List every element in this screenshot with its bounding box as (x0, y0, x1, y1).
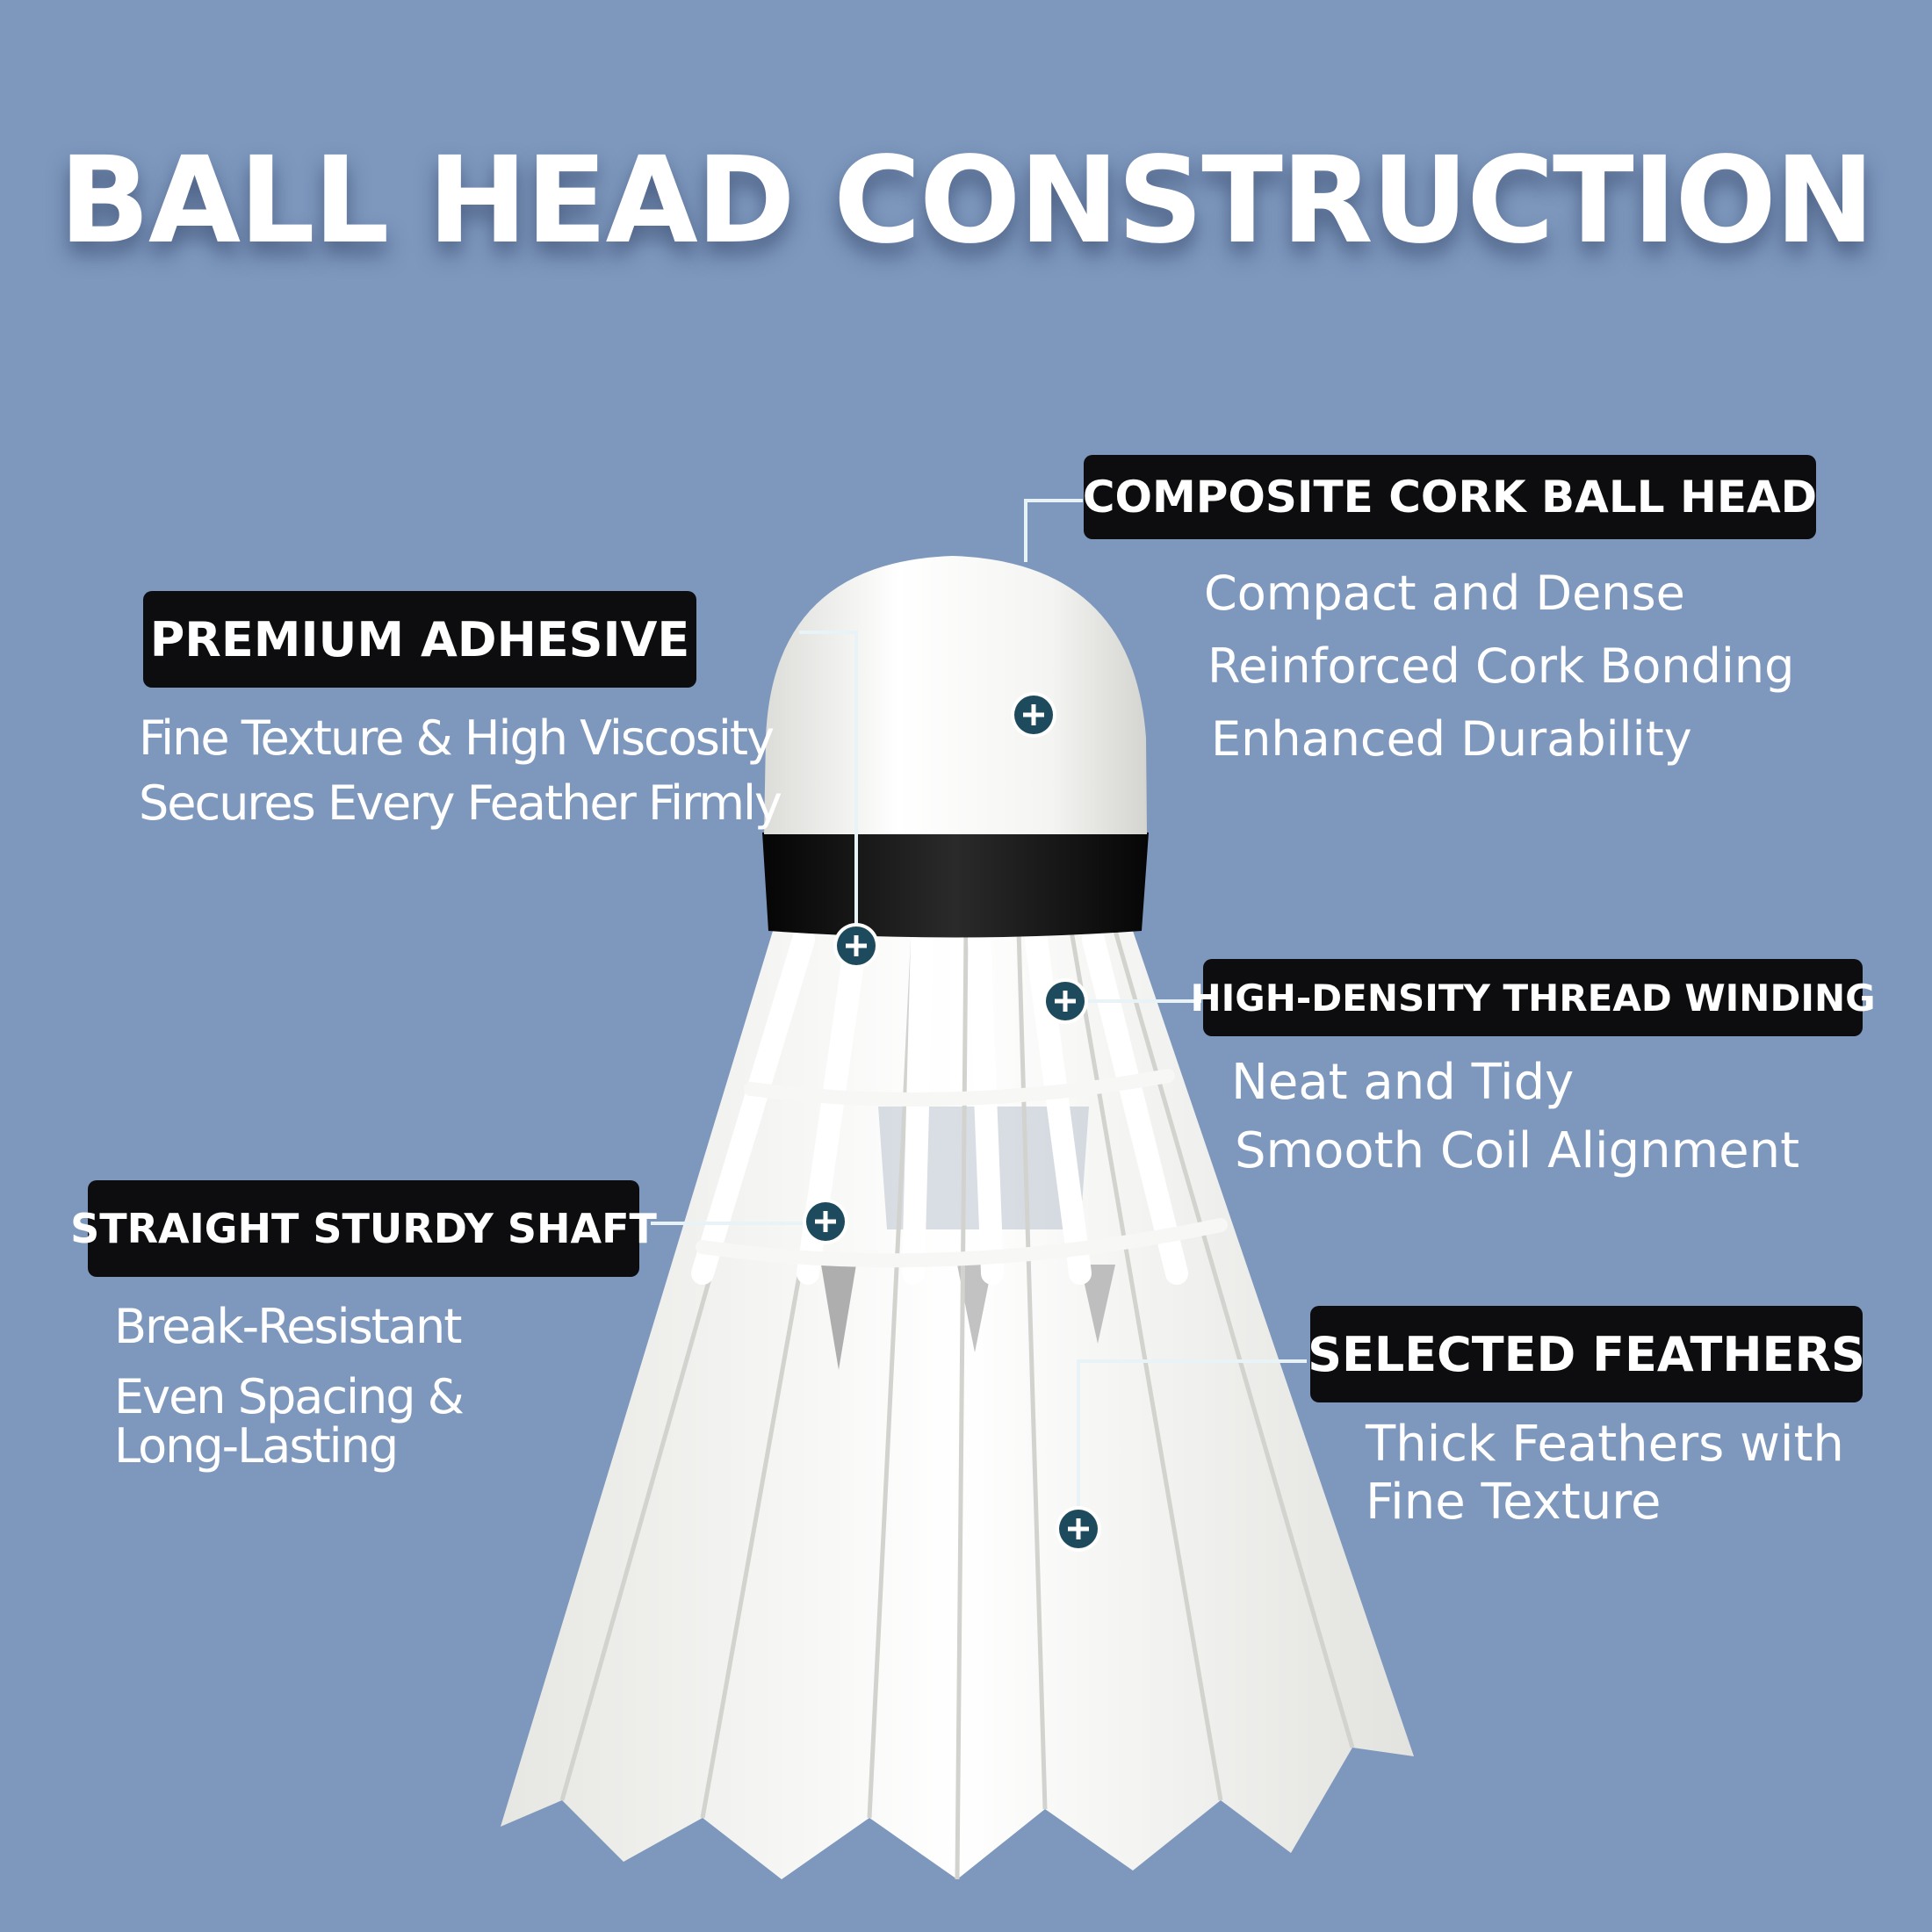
shaft-description: Break-Resistant Even Spacing & Long-Last… (114, 1296, 465, 1481)
thread-label-text: HIGH-DENSITY THREAD WINDING (1190, 976, 1876, 1020)
page-title: BALL HEAD CONSTRUCTION (59, 132, 1875, 270)
plus-icon[interactable] (833, 923, 879, 969)
plus-icon[interactable] (1011, 692, 1056, 738)
adhesive-line-2: Secures Every Feather Firmly (139, 775, 782, 831)
cork-dome (764, 556, 1147, 834)
cork-description: Compact and Dense Reinforced Cork Bondin… (1204, 557, 1795, 775)
feather-vanes (559, 930, 1355, 1880)
adhesive-description: Fine Texture & High Viscosity Secures Ev… (139, 706, 782, 836)
feathers-line-1: Thick Feathers with (1366, 1416, 1844, 1473)
black-band (762, 833, 1149, 938)
feathers-label-text: SELECTED FEATHERS (1308, 1326, 1865, 1382)
cork-label-text: COMPOSITE CORK BALL HEAD (1082, 472, 1818, 523)
shaft-label: STRAIGHT STURDY SHAFT (70, 1180, 657, 1277)
thread-label: HIGH-DENSITY THREAD WINDING (1190, 959, 1876, 1036)
shaft-label-text: STRAIGHT STURDY SHAFT (70, 1205, 657, 1252)
plus-icon[interactable] (1042, 978, 1088, 1024)
shaft-line-1: Break-Resistant (114, 1299, 462, 1354)
feathers-description: Thick Feathers with Fine Texture (1366, 1416, 1844, 1532)
cork-line-3: Enhanced Durability (1211, 711, 1692, 767)
adhesive-label: PREMIUM ADHESIVE (143, 591, 696, 688)
adhesive-line-1: Fine Texture & High Viscosity (139, 710, 775, 766)
leader-lines (651, 499, 1307, 1528)
plus-icon[interactable] (1056, 1506, 1101, 1552)
cork-line-1: Compact and Dense (1204, 566, 1685, 621)
adhesive-label-text: PREMIUM ADHESIVE (149, 611, 690, 667)
cork-label: COMPOSITE CORK BALL HEAD (1082, 455, 1818, 539)
skirt-gap (821, 1265, 856, 1370)
skirt-gap (957, 1265, 992, 1352)
feathers-label: SELECTED FEATHERS (1308, 1306, 1865, 1402)
feathers-line-2: Fine Texture (1366, 1474, 1662, 1531)
skirt-gap (1080, 1265, 1115, 1344)
cork-line-2: Reinforced Cork Bonding (1208, 638, 1795, 694)
shaft-line-2: Even Spacing & (114, 1369, 465, 1424)
thread-winding (696, 1069, 1228, 1268)
thread-line-1: Neat and Tidy (1231, 1054, 1575, 1111)
shaft-line-3: Long-Lasting (114, 1418, 399, 1474)
thread-description: Neat and Tidy Smooth Coil Alignment (1231, 1049, 1800, 1186)
plus-icon[interactable] (803, 1199, 848, 1244)
thread-line-2: Smooth Coil Alignment (1235, 1122, 1800, 1179)
